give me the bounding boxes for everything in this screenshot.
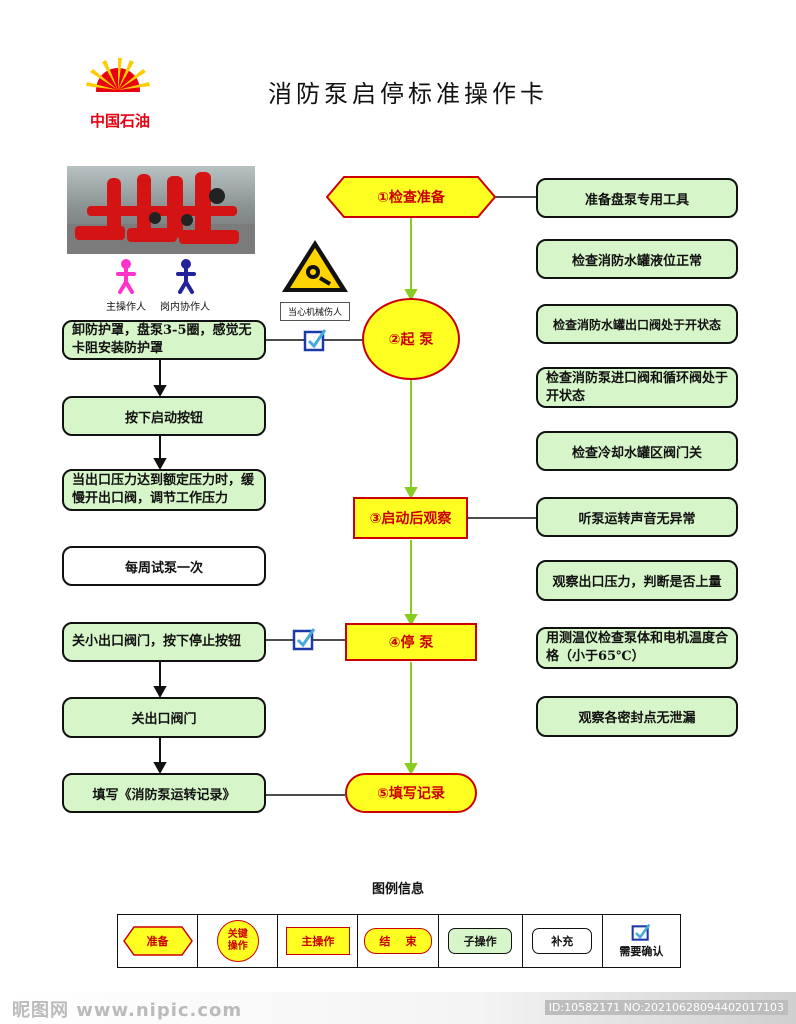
left-box-text: 当出口压力达到额定压力时，缓慢开出口阀，调节工作压力: [72, 473, 255, 506]
petrochina-logo-icon: [86, 58, 150, 112]
assistant-label: 岗内协作人: [160, 302, 210, 313]
legend-end-label: 结 束: [379, 935, 417, 948]
right-box-8: 用测温仪检查泵体和电机温度合格（小于65℃）: [536, 627, 738, 669]
checkbox-icon: [292, 628, 316, 651]
right-box-text: 准备盘泵专用工具: [584, 192, 689, 208]
legend-supplement-label: 补充: [551, 935, 574, 948]
left-box-text: 关小出口阀门，按下停止按钮: [72, 634, 242, 649]
brand-logo: 中国石油: [78, 52, 158, 132]
step-start-pump: ②起 泵: [362, 298, 460, 380]
right-box-2: 检查消防水罐液位正常: [536, 239, 738, 279]
legend-confirm: 需要确认: [603, 915, 680, 967]
right-box-4: 检查消防泵进口阀和循环阀处于开状态: [536, 367, 738, 408]
left-box-text: 每周试泵一次: [124, 560, 203, 576]
left-box-text: 关出口阀门: [131, 712, 197, 727]
legend-title: 图例信息: [371, 882, 424, 897]
right-box-6: 听泵运转声音无异常: [536, 497, 738, 537]
assistant-role: 岗内协作人: [160, 258, 230, 313]
warning-label: 当心机械伤人: [280, 302, 350, 321]
legend-prepare-label: 准备: [146, 935, 169, 948]
watermark-left: 昵图网 www.nipic.com: [12, 1000, 243, 1021]
legend-key-operation-label: 关键操作: [227, 929, 248, 952]
main-operator-role: 主操作人: [96, 258, 156, 313]
step-observe-label: ③启动后观察: [369, 511, 452, 527]
left-box-press-start: 按下启动按钮: [62, 396, 266, 436]
right-box-text: 听泵运转声音无异常: [578, 511, 696, 527]
confirm-checkbox-2: [292, 627, 316, 651]
left-box-text: 填写《消防泵运转记录》: [92, 787, 236, 803]
left-box-adjust-pressure: 当出口压力达到额定压力时，缓慢开出口阀，调节工作压力: [62, 469, 266, 511]
legend-confirm-label: 需要确认: [619, 945, 664, 958]
legend-main-operation-label: 主操作: [301, 935, 335, 948]
right-box-text: 检查消防水罐出口阀处于开状态: [552, 317, 721, 332]
legend-key-operation: 关键操作: [198, 915, 279, 967]
right-box-text: 检查冷却水罐区阀门关: [571, 445, 702, 461]
left-box-press-stop: 关小出口阀门，按下停止按钮: [62, 622, 266, 662]
step-stop-pump-label: ④停 泵: [388, 635, 434, 651]
left-box-text: 卸防护罩，盘泵3-5圈，感觉无卡阻安装防护罩: [72, 323, 252, 356]
right-box-text: 观察各密封点无泄漏: [578, 711, 696, 726]
legend-prepare: 准备: [118, 915, 199, 967]
legend-end: 结 束: [358, 915, 439, 967]
person-icon: [116, 259, 136, 294]
right-box-text: 观察出口压力，判断是否上量: [552, 575, 722, 590]
checkbox-icon: [632, 923, 651, 941]
right-box-3: 检查消防水罐出口阀处于开状态: [536, 304, 738, 344]
right-box-text: 检查消防泵进口阀和循环阀处于开状态: [546, 370, 729, 404]
step-record-label: ⑤填写记录: [377, 786, 445, 802]
step-record: ⑤填写记录: [345, 773, 477, 813]
watermark-bar: 昵图网 www.nipic.com ID:10582171 NO:2021062…: [0, 992, 796, 1024]
mechanical-hazard-warning-icon: [282, 240, 348, 292]
main-operator-label: 主操作人: [106, 302, 146, 313]
left-box-remove-guard: 卸防护罩，盘泵3-5圈，感觉无卡阻安装防护罩: [62, 320, 266, 360]
step-stop-pump: ④停 泵: [345, 623, 477, 661]
step-start-pump-label: ②起 泵: [388, 332, 434, 348]
confirm-checkbox-1: [303, 328, 327, 352]
pump-room-photo: [67, 166, 255, 254]
legend-sub-operation: 子操作: [439, 915, 523, 967]
page-title: 消防泵启停标准操作卡: [268, 80, 548, 108]
left-box-text: 按下启动按钮: [124, 410, 203, 426]
legend-panel: 准备 关键操作 主操作 结 束 子操作 补充 需要确认: [117, 914, 681, 968]
right-box-7: 观察出口压力，判断是否上量: [536, 560, 738, 601]
left-box-weekly-test: 每周试泵一次: [62, 546, 266, 586]
step-prepare-label: ①检查准备: [377, 190, 445, 206]
left-box-fill-record: 填写《消防泵运转记录》: [62, 773, 266, 813]
right-box-text: 用测温仪检查泵体和电机温度合格（小于65℃）: [546, 631, 729, 664]
checkbox-icon: [303, 329, 327, 352]
right-box-text: 检查消防水罐液位正常: [571, 253, 702, 269]
right-box-1: 准备盘泵专用工具: [536, 178, 738, 218]
right-box-9: 观察各密封点无泄漏: [536, 696, 738, 737]
left-box-close-outlet: 关出口阀门: [62, 697, 266, 738]
legend-main-operation: 主操作: [278, 915, 359, 967]
watermark-right: ID:10582171 NO:20210628094402017103: [544, 1000, 788, 1015]
step-prepare: ①检查准备: [326, 176, 496, 218]
step-observe: ③启动后观察: [353, 497, 468, 539]
legend-supplement: 补充: [523, 915, 603, 967]
brand-name: 中国石油: [89, 112, 150, 130]
legend-sub-operation-label: 子操作: [463, 935, 497, 948]
person-icon: [176, 259, 196, 294]
right-box-5: 检查冷却水罐区阀门关: [536, 431, 738, 471]
mechanical-hazard-warning: 当心机械伤人: [280, 238, 350, 323]
